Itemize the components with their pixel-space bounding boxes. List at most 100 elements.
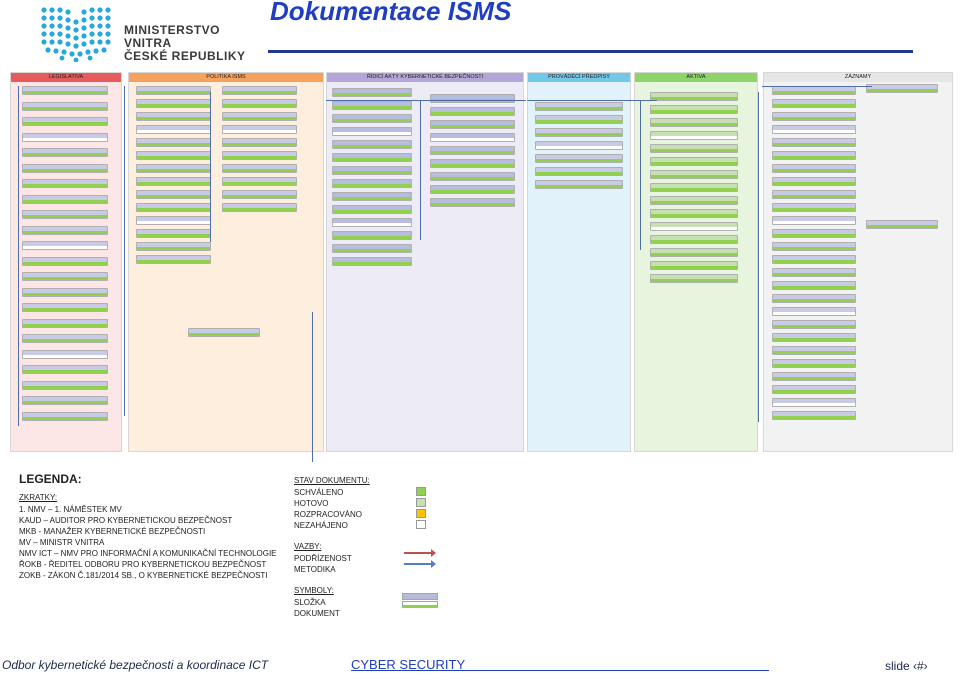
document-box (136, 112, 211, 121)
document-box (772, 255, 856, 264)
document-box (332, 244, 412, 253)
document-box (136, 203, 211, 212)
document-box (650, 105, 738, 114)
document-box (772, 398, 856, 407)
document-box (136, 177, 211, 186)
status-heading: STAV DOKUMENTU: (294, 476, 370, 485)
connector-line (640, 100, 641, 250)
document-box (535, 154, 623, 163)
status-swatch-not-started (416, 520, 426, 529)
document-box (332, 205, 412, 214)
subordination-arrow-icon (404, 549, 436, 557)
document-box (772, 216, 856, 225)
document-box (332, 192, 412, 201)
document-box (222, 112, 297, 121)
connector-line (326, 100, 526, 101)
document-box (650, 196, 738, 205)
status-swatch-done (416, 498, 426, 507)
document-box (430, 120, 515, 129)
legend-title: LEGENDA: (19, 472, 82, 486)
abbreviation-item: MV – MINISTR VNITRA (19, 538, 105, 547)
document-box (332, 127, 412, 136)
document-box (772, 112, 856, 121)
document-box (535, 102, 623, 111)
document-box (772, 86, 856, 95)
document-box (22, 86, 108, 95)
abbreviation-item: 1. NMV – 1. NÁMĚSTEK MV (19, 505, 122, 514)
abbreviation-item: ZoKB - ZÁKON Č.181/2014 SB., O KYBERNETI… (19, 571, 268, 580)
document-box (650, 261, 738, 270)
lane-header: LEGISLATIVA (11, 73, 121, 82)
document-box (650, 183, 738, 192)
document-box (222, 190, 297, 199)
document-box (222, 177, 297, 186)
document-box (650, 209, 738, 218)
document-box (332, 140, 412, 149)
document-box (22, 396, 108, 405)
document-box (136, 138, 211, 147)
document-box (772, 359, 856, 368)
connector-line (18, 86, 19, 426)
document-box (22, 117, 108, 126)
document-box (332, 153, 412, 162)
lane-header: PROVÁDĚCÍ PŘEDPISY (528, 73, 630, 82)
folder-symbol-icon (402, 593, 438, 600)
logo-line2: ČESKÉ REPUBLIKY (124, 49, 246, 63)
footer-slide-number: slide ‹#› (885, 659, 928, 673)
connector-line (420, 100, 421, 240)
document-box (772, 164, 856, 173)
document-box (772, 99, 856, 108)
document-box (430, 159, 515, 168)
document-box (430, 185, 515, 194)
abbreviations-heading: ZKRATKY: (19, 493, 58, 502)
document-box (650, 92, 738, 101)
ministry-logo: MINISTERSTVO VNITRA ČESKÉ REPUBLIKY (38, 4, 258, 64)
document-box (430, 94, 515, 103)
document-box (136, 151, 211, 160)
abbreviation-item: MKB - MANAŽER KYBERNETICKÉ BEZPEČNOSTI (19, 527, 206, 536)
status-approved: SCHVÁLENO (294, 488, 344, 497)
document-box (22, 225, 108, 235)
document-box (22, 365, 108, 374)
document-box (136, 255, 211, 264)
status-swatch-in-progress (416, 509, 426, 518)
lane-header: ŘÍDICÍ AKTY KYBERNETICKÉ BEZPEČNOSTI (327, 73, 523, 82)
document-box (772, 203, 856, 212)
lane-header: AKTIVA (635, 73, 757, 82)
page-title: Dokumentace ISMS (270, 0, 512, 26)
document-box (222, 86, 297, 95)
document-box (222, 125, 297, 134)
title-rule (268, 50, 913, 53)
document-box (22, 241, 108, 250)
footer-rule (351, 670, 769, 671)
document-box (22, 411, 108, 421)
document-box (650, 131, 738, 140)
lion-emblem-icon (41, 7, 111, 62)
links-heading: VAZBY: (294, 542, 322, 551)
document-box (136, 190, 211, 199)
document-box (332, 114, 412, 123)
methodology-arrow-icon (404, 560, 436, 568)
document-box (332, 101, 412, 110)
document-box (430, 133, 515, 142)
document-box (22, 287, 108, 297)
document-box (22, 334, 108, 343)
document-box (772, 229, 856, 238)
document-box (772, 320, 856, 329)
abbreviation-item: ŘOKB - ŘEDITEL ODBORU PRO KYBERNETICKOU … (19, 560, 267, 569)
document-box (535, 128, 623, 137)
document-box (136, 86, 211, 95)
document-box (222, 164, 297, 173)
document-box (22, 349, 108, 359)
footer-cyber-security: CYBER SECURITY (351, 657, 466, 672)
document-box (650, 222, 738, 231)
document-box (222, 99, 297, 108)
symbols-heading: SYMBOLY: (294, 586, 334, 595)
connector-line (312, 312, 313, 462)
document-box (136, 99, 211, 108)
lane-header: ZÁZNAMY (764, 73, 952, 82)
document-box (772, 411, 856, 420)
document-box (430, 172, 515, 181)
link-methodology: METODIKA (294, 565, 336, 574)
